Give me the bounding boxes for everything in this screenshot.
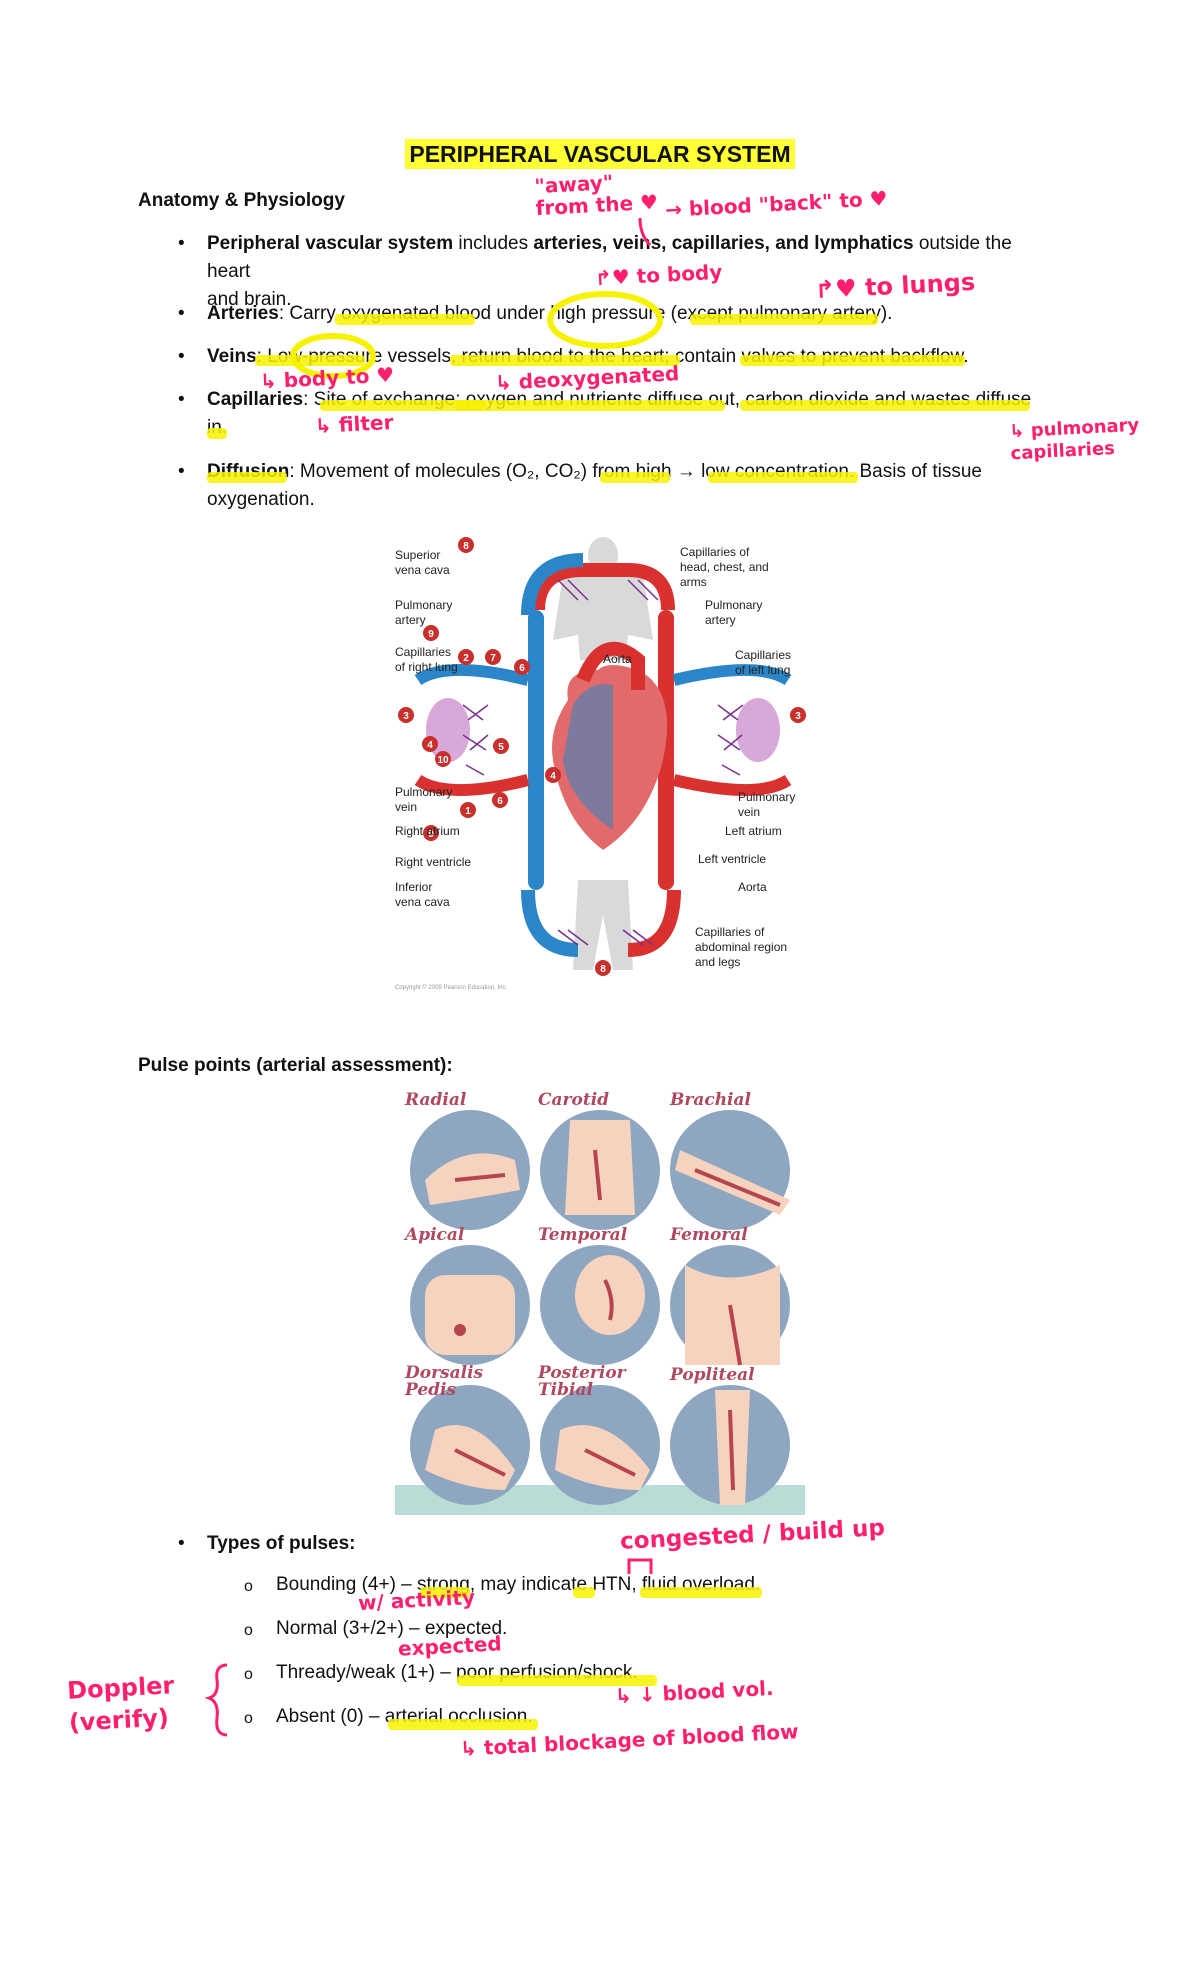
- pulse-points-illustration: Radial Carotid Brachial Apical Temporal …: [395, 1090, 805, 1515]
- pulse-label-radial: Radial: [405, 1090, 467, 1110]
- svg-text:8: 8: [600, 964, 606, 975]
- svg-text:2: 2: [463, 653, 469, 664]
- pulse-type-normal: Normal (3+/2+) – expected.: [276, 1618, 508, 1639]
- highlight-stroke: [740, 400, 1030, 411]
- pulse-label-carotid: Carotid: [538, 1090, 610, 1110]
- annotation-doppler: Doppler (verify): [66, 1671, 175, 1737]
- highlight-stroke: [740, 355, 965, 366]
- diagram-number: 8: [463, 541, 469, 552]
- label-left-atrium: Left atrium: [725, 824, 782, 838]
- pulse-label-temporal: Temporal: [538, 1225, 628, 1245]
- label-aorta-top: Aorta: [603, 652, 632, 666]
- svg-text:5: 5: [498, 742, 504, 753]
- document-title: PERIPHERAL VASCULAR SYSTEM: [0, 139, 1200, 169]
- pulse-skin-shapes: [425, 1120, 790, 1505]
- annotation-pulmonary-capillaries: ↳ pulmonary capillaries: [1008, 414, 1140, 465]
- sub-bullet: o: [244, 1710, 253, 1727]
- annotation-bracket: [627, 1558, 653, 1574]
- highlight-stroke: [573, 1587, 595, 1598]
- svg-text:10: 10: [437, 755, 449, 766]
- svg-text:9: 9: [428, 829, 434, 840]
- label-capillaries-right-lung: Capillaries of right lung: [395, 645, 458, 674]
- bullet-dot: •: [178, 346, 185, 367]
- label-right-ventricle: Right ventricle: [395, 855, 472, 869]
- highlight-stroke: [690, 314, 878, 325]
- bullet-dot: •: [178, 1533, 185, 1554]
- label-pulmonary-vein-right: Pulmonary vein: [738, 790, 796, 819]
- svg-text:6: 6: [519, 663, 525, 674]
- circulation-diagram: 8 9 2 7 6 3 3 4 10 5 4 1 6 9 8: [398, 537, 806, 976]
- bullet-dot: •: [178, 303, 185, 324]
- bullet-dot: •: [178, 461, 185, 482]
- highlight-stroke: [207, 472, 287, 483]
- annotation-away-from-heart: "away" from the ♥: [533, 170, 659, 221]
- label-right-atrium: Right atrium: [395, 824, 460, 838]
- highlight-stroke: [457, 1675, 657, 1686]
- section-heading-pulse-points: Pulse points (arterial assessment):: [138, 1055, 453, 1076]
- highlight-stroke: [388, 1719, 538, 1730]
- highlight-stroke: [600, 472, 670, 483]
- highlight-stroke: [455, 400, 725, 411]
- svg-text:6: 6: [497, 796, 503, 807]
- label-capillaries-head: Capillaries of head, chest, and arms: [680, 545, 769, 589]
- sub-bullet: o: [244, 1666, 253, 1683]
- highlight-stroke: [320, 400, 485, 411]
- sub-bullet: o: [244, 1578, 253, 1595]
- svg-text:4: 4: [550, 771, 556, 782]
- label-pulmonary-vein-left: Pulmonary vein: [395, 785, 453, 814]
- bullet-dot: •: [178, 389, 185, 410]
- highlight-stroke: [255, 355, 365, 366]
- annotation-filter: ↳ filter: [314, 409, 394, 439]
- bullet-dot: •: [178, 233, 185, 254]
- highlight-stroke: [640, 1587, 762, 1598]
- highlight-stroke: [207, 428, 227, 439]
- bullet-pvs: Peripheral vascular system includes arte…: [207, 233, 1012, 310]
- svg-text:7: 7: [490, 653, 496, 664]
- annotation-brace: [205, 1663, 228, 1737]
- pulse-label-dorsalis-pedis: Dorsalis Pedis: [405, 1363, 484, 1400]
- label-pulmonary-artery-right: Pulmonary artery: [705, 598, 763, 627]
- annotation-with-activity: w/ activity: [357, 1584, 476, 1616]
- annotation-marks: [290, 217, 663, 379]
- highlight-stroke: [420, 1587, 470, 1598]
- annotation-expected: expected: [397, 1631, 503, 1661]
- pulse-label-posterior-tibial: Posterior Tibial: [538, 1363, 626, 1400]
- svg-text:3: 3: [403, 711, 409, 722]
- highlight-stroke: [708, 472, 858, 483]
- sub-bullet: o: [244, 1622, 253, 1639]
- label-capillaries-left-lung: Capillaries of left lung: [735, 648, 792, 677]
- types-heading: Types of pulses:: [207, 1533, 356, 1554]
- pulse-label-popliteal: Popliteal: [670, 1365, 755, 1385]
- label-superior-vena-cava: Superior vena cava: [395, 548, 450, 577]
- label-aorta-bottom: Aorta: [738, 880, 767, 894]
- pulse-label-brachial: Brachial: [670, 1090, 751, 1110]
- highlight-stroke: [335, 314, 475, 325]
- section-heading-anatomy: Anatomy & Physiology: [138, 190, 345, 211]
- pulse-label-femoral: Femoral: [670, 1225, 748, 1245]
- svg-text:3: 3: [795, 711, 801, 722]
- highlight-stroke: [450, 355, 680, 366]
- svg-text:1: 1: [465, 806, 471, 817]
- label-inferior-vena-cava: Inferior vena cava: [395, 880, 450, 909]
- diagram-copyright: Copyright © 2009 Pearson Education, Inc.: [395, 985, 508, 991]
- label-left-ventricle: Left ventricle: [698, 852, 767, 866]
- pulse-label-apical: Apical: [405, 1225, 465, 1245]
- label-capillaries-abdomen: Capillaries of abdominal region and legs: [695, 925, 788, 969]
- pulse-type-bounding: Bounding (4+) – strong, may indicate HTN…: [276, 1574, 761, 1595]
- svg-text:9: 9: [428, 629, 434, 640]
- label-pulmonary-artery-left: Pulmonary artery: [395, 598, 453, 627]
- svg-text:4: 4: [427, 740, 433, 751]
